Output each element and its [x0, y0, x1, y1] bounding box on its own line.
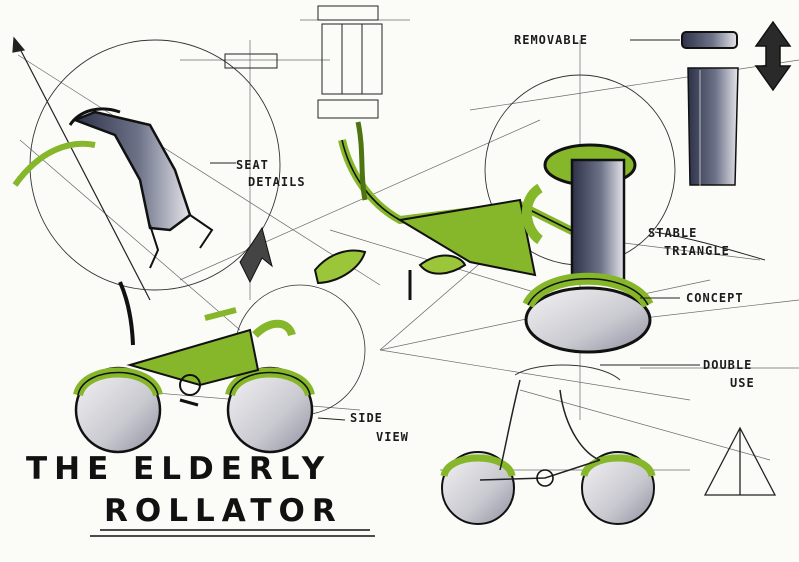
removable-label: REMOVABLE — [514, 33, 589, 47]
seat-details-label-line1: SEAT — [236, 158, 269, 172]
title-line-2: ROLLATOR — [104, 493, 343, 529]
seat-details-label-line2: DETAILS — [248, 175, 306, 189]
side-view-label-line2: VIEW — [376, 430, 409, 444]
double-use-sketch — [440, 364, 656, 525]
stable-triangle-label-line2: TRIANGLE — [664, 244, 730, 258]
pointer-arrow-icon — [12, 36, 151, 301]
double-use-label-line1: DOUBLE — [703, 358, 753, 372]
side-view-label-line1: SIDE — [350, 411, 383, 425]
removable-part-sketch — [630, 31, 739, 186]
direction-arrow-icon — [239, 226, 273, 284]
triangle-icon — [703, 426, 777, 496]
title-underline — [90, 529, 375, 537]
leader-lines — [317, 231, 766, 421]
title-line-1: THE ELDERLY — [26, 451, 332, 487]
seat-details-sketch — [12, 39, 281, 291]
up-down-arrow-icon — [754, 20, 792, 92]
part-detail-drawing — [224, 5, 383, 119]
rollator-side-view-sketch — [73, 281, 366, 454]
stable-triangle-label-line1: STABLE — [648, 226, 698, 240]
double-use-label-line2: USE — [730, 376, 755, 390]
rollator-perspective-sketch — [313, 74, 676, 354]
concept-label: CONCEPT — [686, 291, 744, 305]
